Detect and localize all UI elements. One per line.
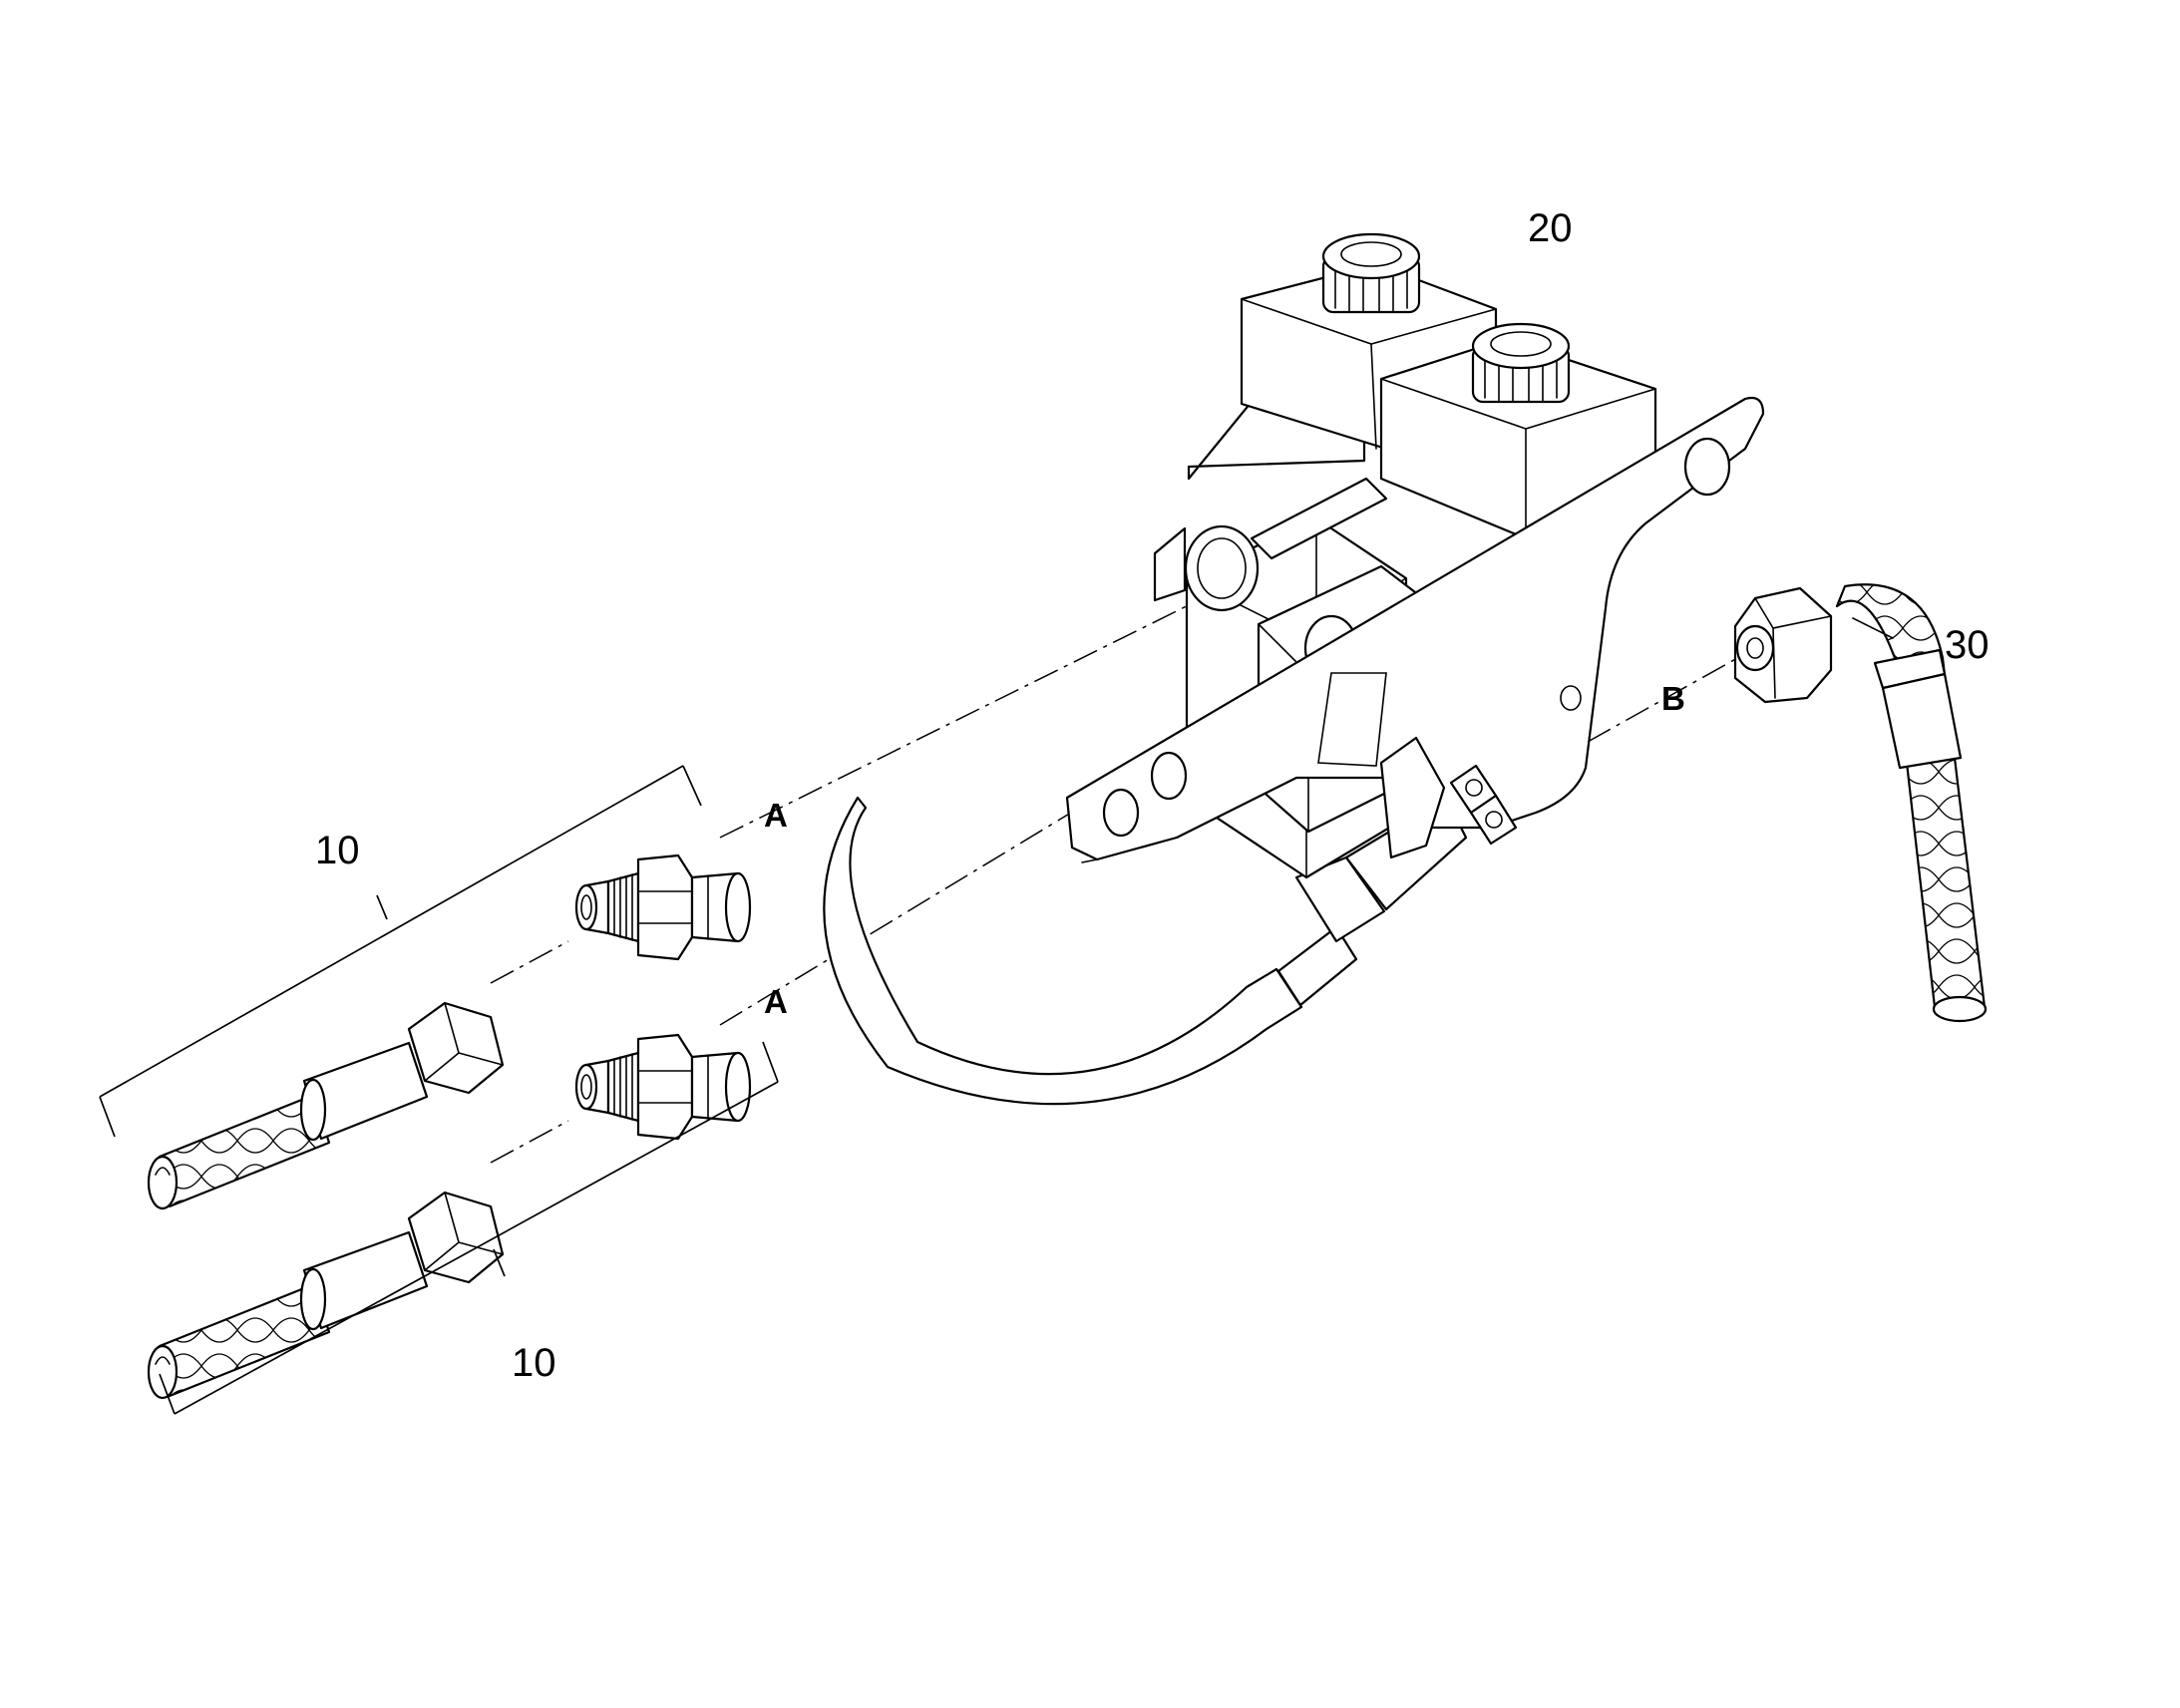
centerline-item10-upper <box>490 940 569 984</box>
callout-item-10-upper: 10 <box>315 829 360 872</box>
u-hose <box>823 796 1303 1106</box>
centerline-item10-lower <box>490 1120 569 1164</box>
elbow-hose-nut <box>1733 586 1833 704</box>
callout-item-10-lower: 10 <box>512 1341 556 1385</box>
bracket-item10-lower <box>159 1041 779 1415</box>
callout-item-30: 30 <box>1945 623 1990 667</box>
valve-assembly <box>823 232 1765 1106</box>
centerline-a-lower <box>719 645 1347 1026</box>
bracket-hole-left-2 <box>1150 751 1188 801</box>
bracket-arm <box>1317 672 1387 767</box>
adapter-nipple-upper <box>574 854 752 961</box>
bracket-hole-small <box>1560 685 1582 711</box>
mounting-bracket <box>1065 396 1765 861</box>
connection-label-b: B <box>1661 680 1685 717</box>
elbow-hose-end <box>1932 995 1988 1023</box>
hose-end-lower <box>147 1191 505 1400</box>
solenoid-knob-front <box>1471 322 1571 404</box>
elbow-hose <box>1733 583 1988 1023</box>
hose-end-upper <box>147 1001 505 1210</box>
connection-label-a-upper: A <box>764 797 788 834</box>
u-hose-sleeve <box>1276 925 1358 1007</box>
bracket-hole-top <box>1683 437 1731 497</box>
leader-item30 <box>1852 617 1894 639</box>
valve-stem <box>1250 477 1388 560</box>
centerline-b <box>1587 647 1756 743</box>
elbow-hose-body <box>1835 583 1987 1009</box>
elbow-hose-ferrule <box>1881 672 1963 770</box>
adapter-nipple-lower <box>574 1033 752 1141</box>
bracket-hole-left-1 <box>1102 788 1140 838</box>
connector-block <box>1379 736 1446 859</box>
solenoid-knob-rear <box>1321 232 1421 314</box>
centerline-a-upper <box>719 585 1228 839</box>
bracket-item10-upper <box>99 765 702 1138</box>
connection-label-a-lower: A <box>764 983 788 1020</box>
connector-nut-2 <box>1469 794 1518 846</box>
callout-item-20: 20 <box>1528 206 1573 250</box>
